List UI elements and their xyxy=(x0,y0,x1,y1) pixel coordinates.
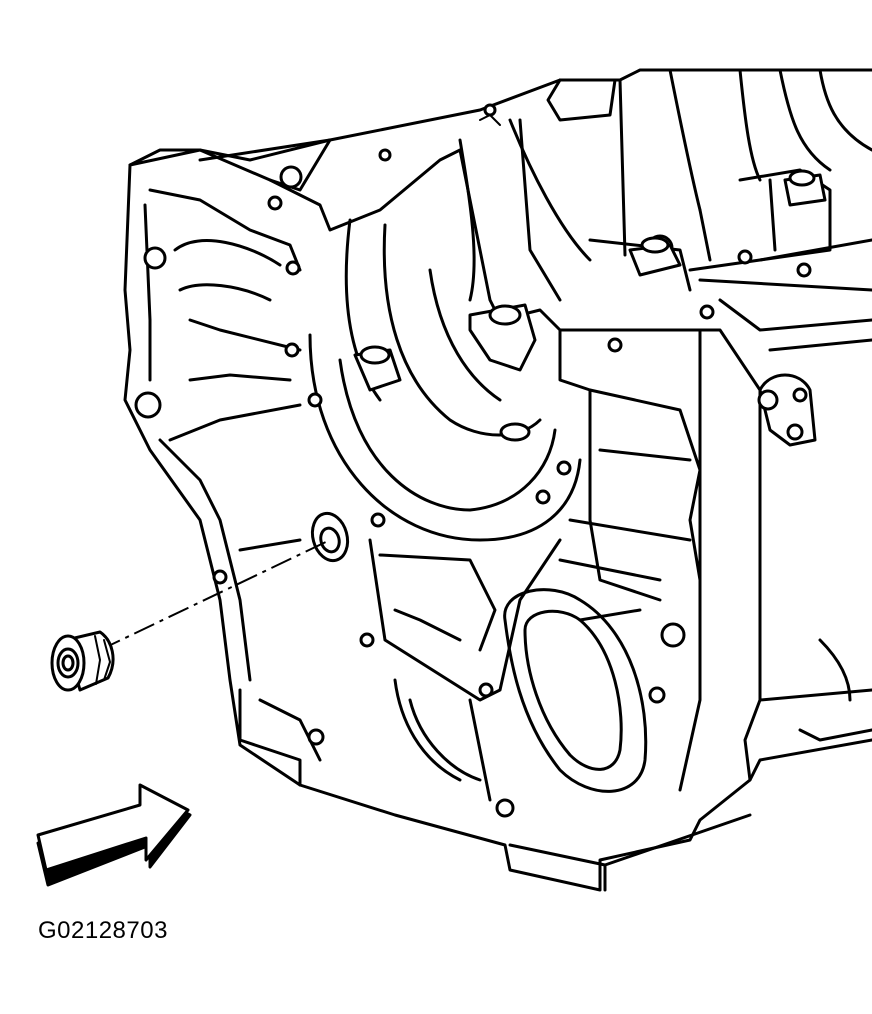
cylinder-block-plug-icon xyxy=(50,630,115,692)
installation-path-line xyxy=(99,539,331,651)
figure-id-label: G02128703 xyxy=(38,917,168,944)
block-rear-section xyxy=(198,68,872,352)
block-front-face xyxy=(123,138,872,892)
front-direction-arrow-icon xyxy=(36,783,192,887)
